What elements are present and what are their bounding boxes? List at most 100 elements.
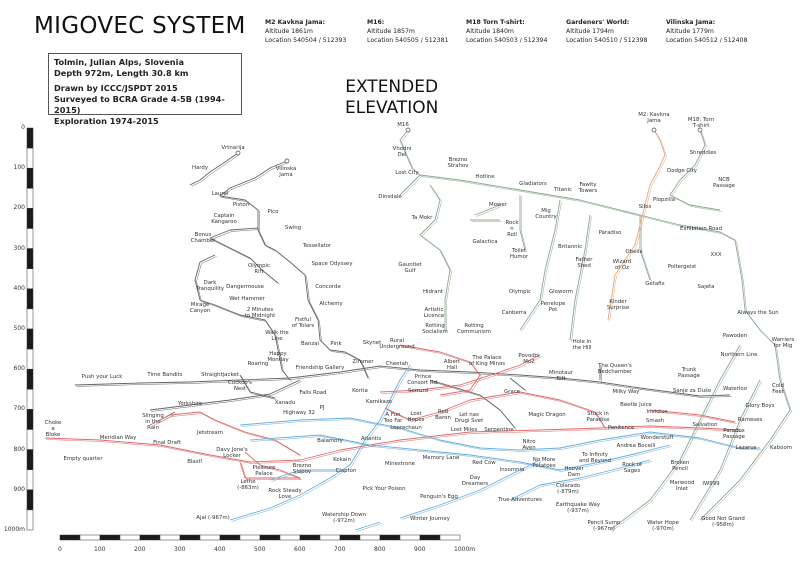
entrance-altitude: Altitude 1840m [466, 28, 514, 35]
passage-label: Hoover Dam [564, 466, 584, 478]
depth-scale-segment [26, 188, 34, 209]
passage-wall-gray [191, 154, 370, 380]
passage-label: A Fun Too Far [383, 412, 403, 424]
depth-tick-label: 900 [13, 485, 25, 493]
horizontal-scale-segment [359, 534, 381, 541]
passage-label: Glory Boys [745, 403, 775, 409]
passage-label: Father Shed [575, 257, 593, 269]
passage-label: Canberra [501, 310, 527, 316]
passage-label: Vilinska Jama [275, 166, 297, 178]
entrance-info-m16: M16: Altitude 1857m Location 540505 / 51… [367, 18, 448, 45]
horizontal-scale-segment [179, 534, 201, 541]
passage-label: Rotting Socialism [422, 323, 448, 335]
passage-label: Olympic [508, 289, 532, 295]
passage-label: Atlantis [360, 436, 382, 442]
depth-scale-segment [26, 348, 34, 370]
passage-label: Push your Luck [81, 374, 123, 380]
passage-label: Pencil Sump (-967m) [587, 520, 621, 532]
entrance-location: Location 540505 / 512381 [367, 37, 449, 44]
horizontal-scale-segment [99, 534, 121, 541]
passage-label: Broken Pencil [670, 460, 690, 472]
view-title: EXTENDED ELEVATION [345, 77, 439, 118]
passage-label: Pick Your Poison [362, 486, 406, 492]
passage-label: Swing [284, 225, 302, 231]
horizontal-tick-label: 300 [174, 546, 186, 553]
passage-label: Insomnia [499, 467, 525, 473]
entrance-altitude: Altitude 1794m [566, 28, 614, 35]
entrance-location: Location 540503 / 512394 [466, 37, 548, 44]
entrance-marker-icon [405, 127, 411, 133]
passage-label: Red Cow [472, 460, 496, 466]
depth-scale-segment [26, 308, 34, 330]
passage-label: Jetstream [197, 430, 223, 436]
passage-label: Gloworm [548, 289, 574, 295]
passage-label: Lost Miles [450, 427, 478, 433]
passage-label: Minestrone [385, 461, 415, 467]
map-title: MIGOVEC SYSTEM [34, 13, 246, 39]
passage-label: Northern Line [720, 352, 758, 358]
passage-label: Gladiators [519, 181, 547, 187]
passage-label: Wizard of Oz [612, 259, 632, 271]
entrance-location: Location 540510 / 512398 [566, 37, 648, 44]
passage-orange [607, 129, 666, 321]
passage-label: Sanje za Dušo [672, 388, 712, 394]
passage-wall-green [401, 131, 792, 522]
passage-label: Davy Jone's Locker [216, 447, 248, 459]
passage-label: Let nas Drugi Svet [454, 412, 484, 424]
depth-scale-segment [26, 248, 34, 269]
passage-label: Penguin's Egg [420, 494, 458, 500]
passage-label: Banzai [300, 341, 320, 347]
passage-label: Britannic [557, 244, 583, 250]
info-drawn-by: Drawn by ICCC/JSPDT 2015 [54, 83, 178, 93]
passage-label: Rock of Sages [622, 462, 642, 474]
horizontal-scale-segment [239, 534, 261, 541]
passage-label: Balamory [317, 438, 343, 444]
passage-gray [74, 365, 731, 397]
passage-label: Dangermouse [226, 284, 264, 290]
passage-wall-red [241, 346, 482, 480]
entrance-name: M2 Kavkna Jama: [265, 19, 326, 26]
depth-scale-segment [26, 409, 34, 430]
passage-blue [239, 417, 760, 451]
passage-label: Lethe (-863m) [237, 479, 259, 491]
horizontal-scale-segment [319, 534, 341, 541]
passage-label: Mower [489, 202, 507, 208]
passage-label: Pawoden [722, 333, 748, 339]
passage-label: Artistic Licence [423, 307, 445, 319]
passage-label: Kokain [333, 457, 351, 463]
passage-label: Prince Consort Rd. [407, 374, 439, 386]
passage-label: Kinder Surprise [606, 299, 630, 311]
passage-label: Concorde [315, 284, 341, 290]
passage-label: Minotaur Rift [549, 370, 573, 382]
passage-label: Always the Sun [737, 310, 779, 316]
horizontal-tick-label: 1000m [454, 546, 476, 553]
passage-label: Marwood Inlet [669, 480, 695, 492]
passage-label: Rural Underground [379, 338, 415, 350]
passage-label: Roaring [247, 361, 269, 367]
passage-label: Vrtnarija [221, 145, 245, 151]
passage-label: Povodni Mo2 [518, 353, 540, 365]
passages [44, 127, 792, 532]
depth-scale-segment [26, 268, 34, 290]
passage-label: Lost Hopes [407, 411, 425, 423]
entrance-marker-icon [697, 127, 703, 133]
horizontal-tick-label: 800 [374, 546, 386, 553]
passage-label: Paradiso [598, 230, 622, 236]
depth-tick-label: 700 [13, 405, 25, 413]
passage-wall-orange [609, 131, 667, 322]
horizontal-scale-segment [159, 534, 181, 541]
passage-label: Space Odyssey [311, 261, 353, 267]
passage-label: Toilet Humor [509, 248, 529, 260]
passage-label: Pink [330, 341, 342, 347]
horizontal-tick-label: 500 [254, 546, 266, 553]
entrance-marker-icon [284, 158, 290, 164]
depth-tick-label: 600 [13, 365, 25, 373]
horizontal-tick-label: 900 [414, 546, 426, 553]
depth-tick-label: 800 [13, 445, 25, 453]
passage-label: Memory Lane [422, 455, 460, 461]
passage-label: Milky Way [612, 389, 640, 395]
passage-label: Colarado (-879m) [555, 483, 581, 495]
info-box: Tolmin, Julian Alps, Slovenia Depth 972m… [48, 53, 242, 126]
passage-label: Yorkshire [177, 401, 203, 407]
depth-scale-segment [26, 127, 34, 149]
